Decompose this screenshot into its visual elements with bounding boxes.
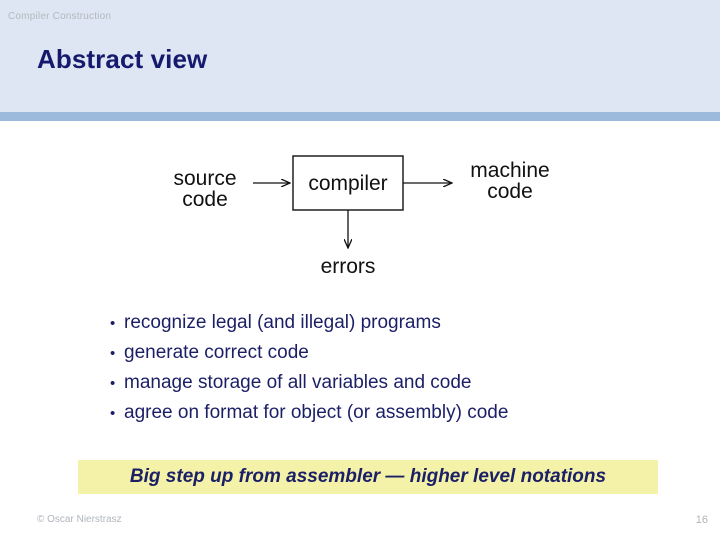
list-item: • agree on format for object (or assembl… bbox=[110, 398, 690, 428]
list-item-label: manage storage of all variables and code bbox=[124, 372, 472, 393]
page-number: 16 bbox=[695, 514, 708, 526]
page-title: Abstract view bbox=[37, 44, 208, 74]
course-label: Compiler Construction bbox=[8, 11, 112, 22]
highlight-callout-text: Big step up from assembler — higher leve… bbox=[129, 466, 607, 487]
diagram-input-label-line2: code bbox=[182, 188, 228, 211]
list-item-label: agree on format for object (or assembly)… bbox=[124, 402, 509, 423]
bullet-list: • recognize legal (and illegal) programs… bbox=[110, 308, 690, 428]
bullet-marker-icon: • bbox=[110, 315, 116, 332]
diagram-input-label-line1: source bbox=[173, 167, 236, 190]
bullet-marker-icon: • bbox=[110, 405, 116, 422]
compiler-box bbox=[292, 155, 404, 211]
bullet-marker-icon: • bbox=[110, 375, 116, 392]
footer-credit: © Oscar Nierstrasz bbox=[37, 514, 122, 525]
list-item-label: recognize legal (and illegal) programs bbox=[124, 312, 441, 333]
diagram-process-label: compiler bbox=[308, 172, 387, 195]
diagram-error-label: errors bbox=[321, 255, 376, 278]
diagram-output-label-line1: machine bbox=[470, 159, 549, 182]
list-item: • generate correct code bbox=[110, 338, 690, 368]
compiler-diagram: source code compiler machine code errors bbox=[150, 140, 590, 290]
list-item-label: generate correct code bbox=[124, 342, 309, 363]
highlight-callout: Big step up from assembler — higher leve… bbox=[78, 460, 658, 494]
header-band bbox=[0, 0, 720, 112]
diagram-output-label-line2: code bbox=[487, 180, 533, 203]
list-item: • manage storage of all variables and co… bbox=[110, 368, 690, 398]
bullet-marker-icon: • bbox=[110, 345, 116, 362]
header-divider-rule bbox=[0, 112, 720, 121]
list-item: • recognize legal (and illegal) programs bbox=[110, 308, 690, 338]
